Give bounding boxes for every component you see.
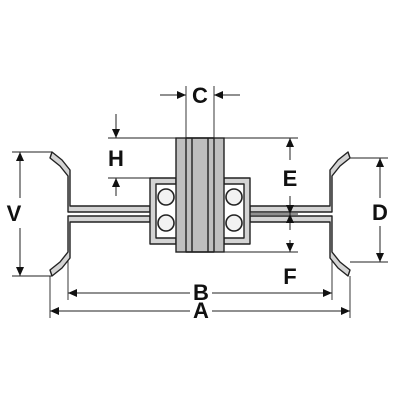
pulley-body [49,137,351,277]
f-arrow-top [286,214,294,223]
hub-sleeve [175,137,225,253]
label-c: C [192,83,208,108]
dimension-e-f: E F [224,137,298,289]
a-arrow-right [341,307,350,315]
v-arrow-bottom [16,267,24,276]
b-arrow-left [68,289,77,297]
dimension-c: C [160,83,240,138]
d-arrow-top [376,158,384,167]
e-arrow-bottom [286,205,294,214]
dimension-a: A [49,276,351,323]
dimension-b: B [67,260,333,305]
right-flange [249,151,351,213]
dimension-h: H [108,114,176,196]
right-bearing-housing [223,177,251,245]
label-d: D [372,200,388,225]
c-arrow-left [177,91,186,99]
dimension-d: D [350,157,388,263]
ball-right-top [225,188,243,206]
ball-left-top [157,188,175,206]
left-flange-lower [49,215,151,277]
left-flange [49,151,151,213]
label-a: A [193,298,209,323]
h-arrow-top [112,129,120,138]
label-v: V [7,201,22,226]
c-arrow-right [214,91,223,99]
h-arrow-bottom [112,178,120,187]
right-flange-lower [249,215,351,277]
dimension-v: V [7,151,52,277]
label-f: F [283,264,296,289]
f-arrow-bottom [286,243,294,252]
v-arrow-top [16,152,24,161]
label-e: E [283,166,298,191]
label-b: B [193,280,209,305]
b-arrow-right [323,289,332,297]
label-h: H [108,146,124,171]
left-bearing-housing [149,177,177,245]
a-arrow-left [50,307,59,315]
d-arrow-bottom [376,253,384,262]
e-arrow-top [286,138,294,147]
ball-right-bottom [225,214,243,232]
bore [185,137,215,253]
ball-left-bottom [157,214,175,232]
